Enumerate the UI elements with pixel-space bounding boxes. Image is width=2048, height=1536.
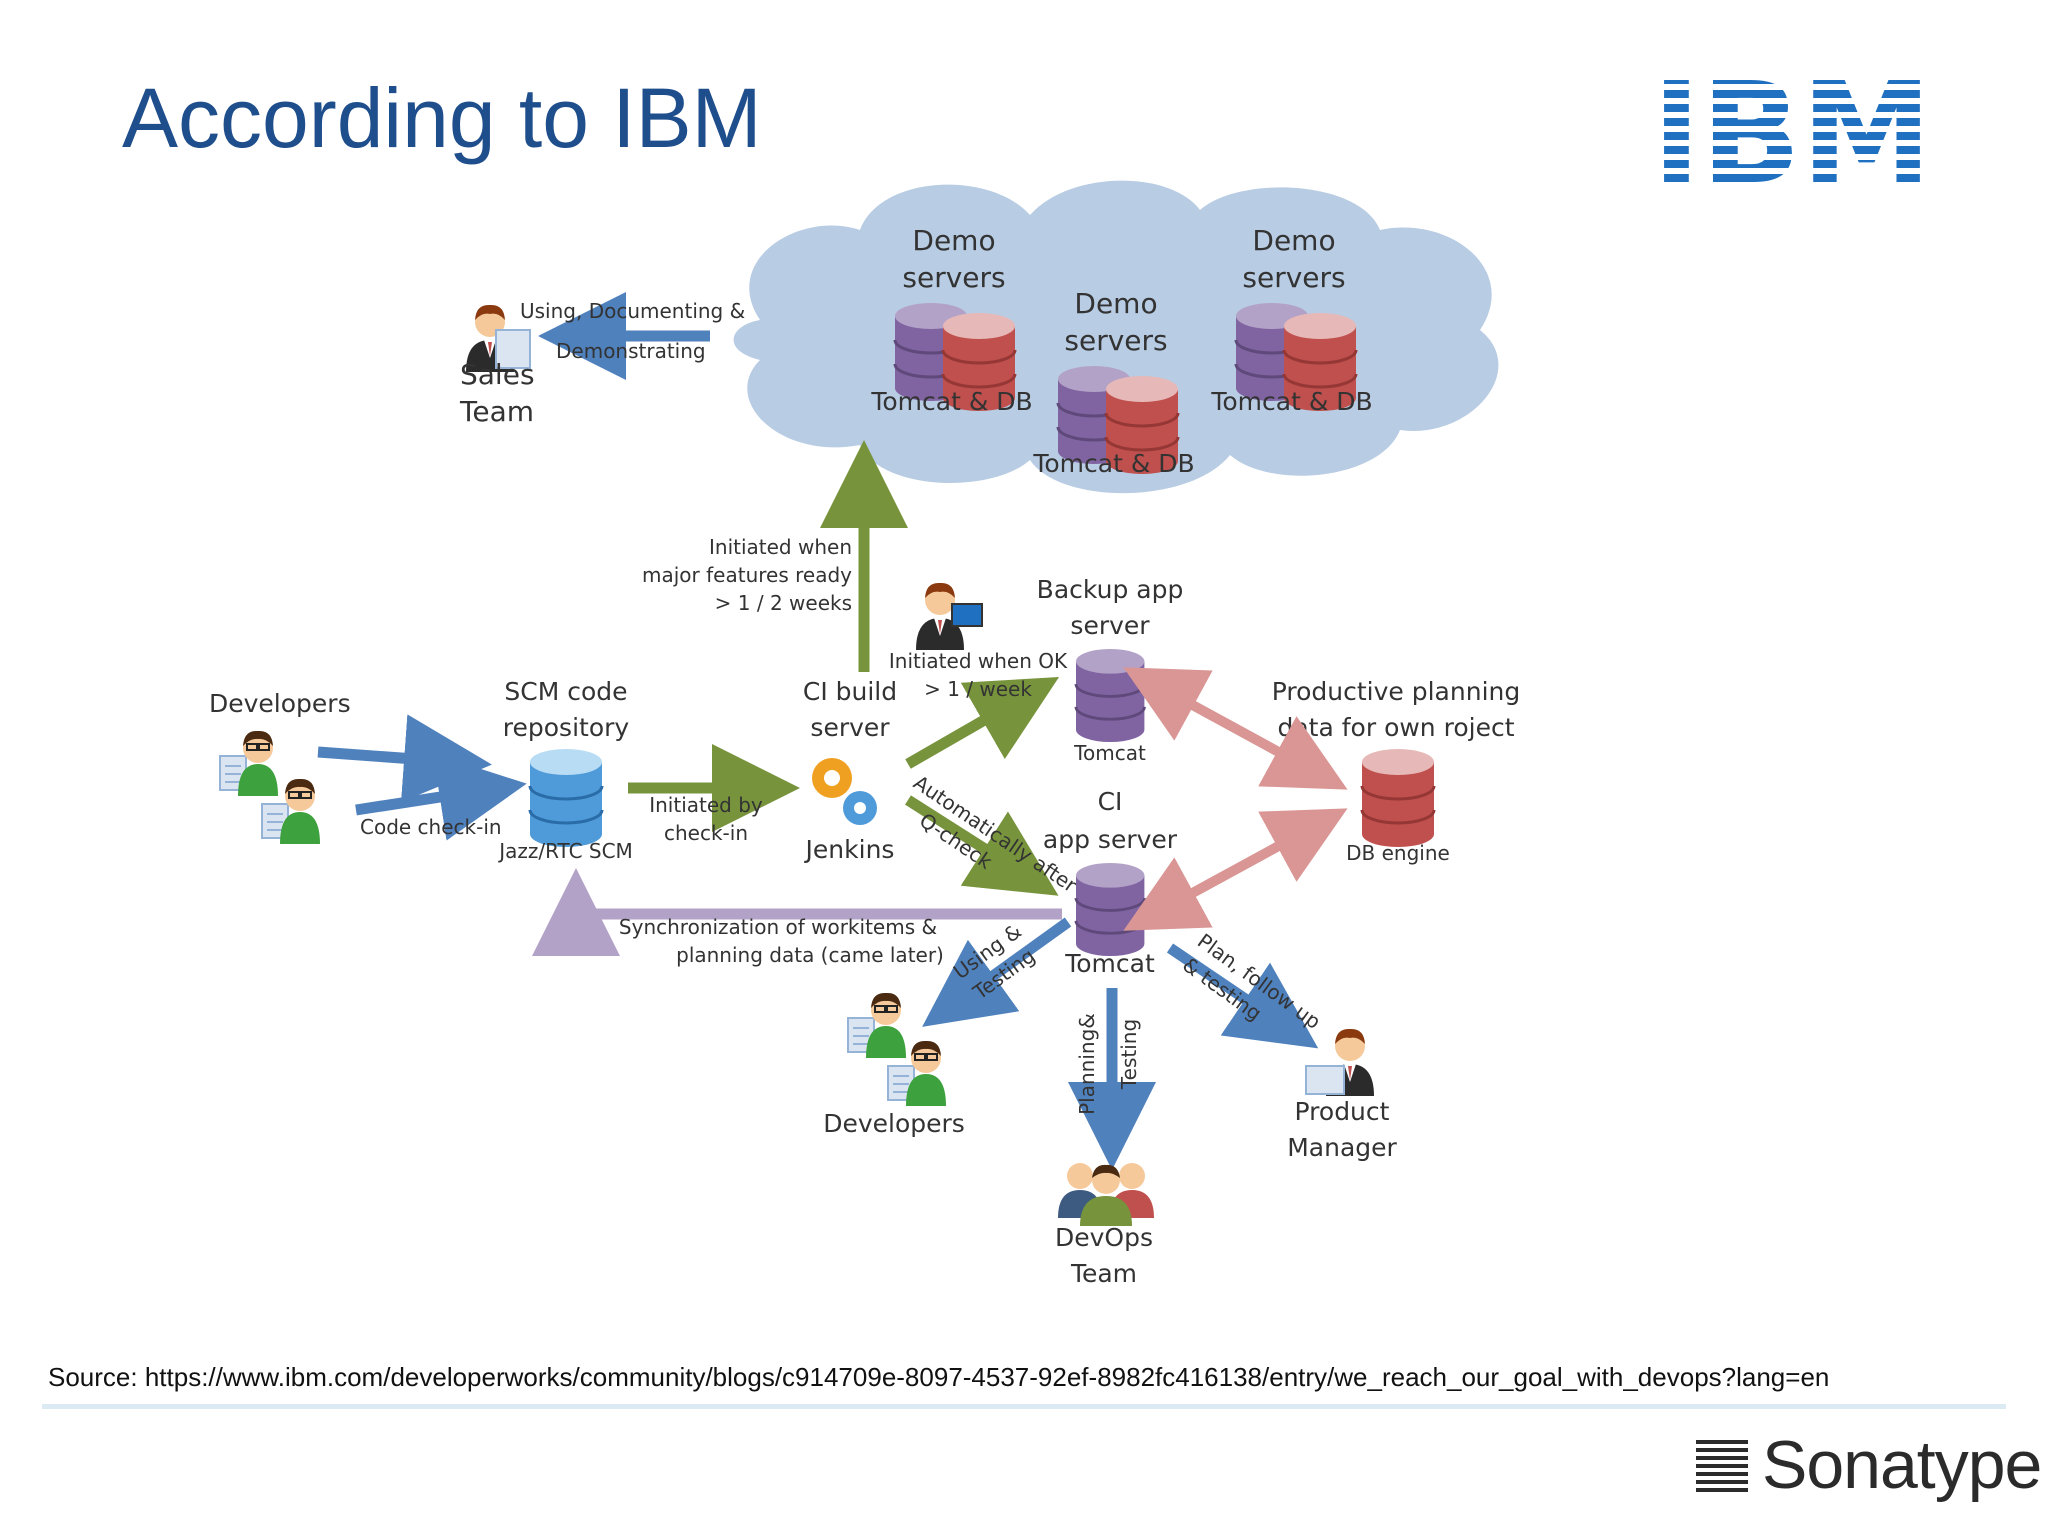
svg-text:servers: servers [902,261,1005,294]
chart-board-icon [1305,1065,1345,1095]
monitor-icon [951,603,983,627]
svg-text:Demo: Demo [1074,287,1157,320]
arrow-ci-to-backup [905,677,1060,769]
svg-text:Tomcat: Tomcat [1073,741,1146,765]
sales-arrow-label-2: Demonstrating [556,339,706,363]
backup-trigger-label-1: Initiated when OK [889,649,1068,673]
arrow-dev-to-scm-2 [355,753,527,841]
demo-cloud [733,180,1499,494]
svg-text:Jazz/RTC SCM: Jazz/RTC SCM [497,839,633,863]
ciapp-db-icon [1074,861,1146,958]
developers-left: Developers [209,689,351,845]
planning-db-icon [1360,747,1436,849]
demo-trigger-label-2: major features ready [642,563,852,587]
svg-text:DevOps: DevOps [1055,1223,1153,1252]
devops-team: DevOps Team [1055,1163,1154,1288]
svg-text:Tomcat & DB: Tomcat & DB [870,387,1032,416]
svg-text:Demo: Demo [1252,224,1335,257]
svg-text:servers: servers [1242,261,1345,294]
svg-text:app server: app server [1043,825,1178,854]
sonatype-mark-icon [1696,1440,1748,1492]
arrow-sync-to-scm [532,868,1062,956]
svg-text:Productive planning: Productive planning [1272,677,1520,706]
svg-text:Backup app: Backup app [1037,575,1184,604]
scm-db-icon [528,747,604,849]
ibm-logo-text: IBM [1652,72,1932,192]
svg-text:repository: repository [503,713,630,742]
svg-text:servers: servers [1064,324,1167,357]
svg-text:Tomcat & DB: Tomcat & DB [1210,387,1372,416]
ibm-logo: IBM [1652,72,1932,192]
svg-text:Jenkins: Jenkins [804,835,895,864]
svg-text:Manager: Manager [1287,1133,1397,1162]
presentation-board-icon [495,329,531,369]
svg-text:Team: Team [1070,1259,1137,1288]
sonatype-logo: Sonatype [1696,1426,2042,1506]
backup-trigger-label-2: > 1 / week [924,677,1032,701]
backup-db-icon [1074,647,1146,744]
svg-text:server: server [1070,611,1150,640]
sync-label-2: planning data (came later) [676,943,944,967]
demo-server-3: Demo servers Tomcat & DB [1210,224,1372,416]
developer-icon [219,729,279,797]
arrow-ciapp-to-pm [1166,943,1319,1049]
sales-arrow-label-1: Using, Documenting & [520,299,745,323]
demo-trigger-label-3: > 1 / 2 weeks [715,591,852,615]
sonatype-wordmark: Sonatype [1762,1427,2042,1503]
ci-trigger-label-2: check-in [664,821,748,845]
slide-title: According to IBM [122,71,762,165]
pm-arrow-label: Plan, follow up & testing [1178,929,1325,1034]
code-checkin-label: Code check-in [360,815,502,839]
gears-icon [812,758,877,825]
arrow-ciapp-to-devs [922,917,1072,1027]
sales-team: Sales Team [459,304,535,428]
svg-text:Developers: Developers [209,689,351,718]
backup-app-server: Backup app server Tomcat [1037,575,1184,765]
svg-text:Tomcat: Tomcat [1064,949,1155,978]
source-citation: Source: https://www.ibm.com/developerwor… [48,1362,1830,1392]
svg-text:CI: CI [1098,787,1123,816]
demo-server-2: Demo servers Tomcat & DB [1032,287,1194,478]
demo-trigger-label-1: Initiated when [709,535,852,559]
footer-divider [42,1404,2006,1409]
svg-text:SCM code: SCM code [504,677,627,706]
team-icon [1058,1163,1154,1226]
svg-text:Demo: Demo [912,224,995,257]
svg-text:Developers: Developers [823,1109,965,1138]
sync-label-1: Synchronization of workitems & [619,915,937,939]
ci-trigger-label-1: Initiated by [649,793,763,817]
developer-icon [847,991,907,1059]
product-manager: Product Manager [1287,1028,1398,1162]
svg-text:Team: Team [459,395,534,428]
devops-arrow-label-1: Planning& [1075,1013,1099,1115]
admin-person [916,582,983,650]
svg-text:CI build: CI build [803,677,897,706]
scm-repository: SCM code repository Jazz/RTC SCM [497,677,633,863]
arrow-dev-to-scm-1 [317,714,492,803]
svg-text:server: server [810,713,890,742]
demo-server-1: Demo servers Tomcat & DB [870,224,1032,416]
svg-text:data for own roject: data for own roject [1277,713,1514,742]
svg-text:Sales: Sales [460,358,535,391]
arrow-ci-to-ciapp [905,795,1059,896]
arrow-backup-planning [1123,667,1348,790]
developers-bottom: Developers [823,991,965,1138]
svg-text:Product: Product [1295,1097,1390,1126]
arrow-ciapp-planning [1123,808,1348,931]
svg-text:DB engine: DB engine [1346,841,1450,865]
devops-arrow-label-2: Testing [1117,1019,1141,1090]
svg-text:Tomcat & DB: Tomcat & DB [1032,449,1194,478]
ci-build-server: CI build server Jenkins [803,677,897,864]
